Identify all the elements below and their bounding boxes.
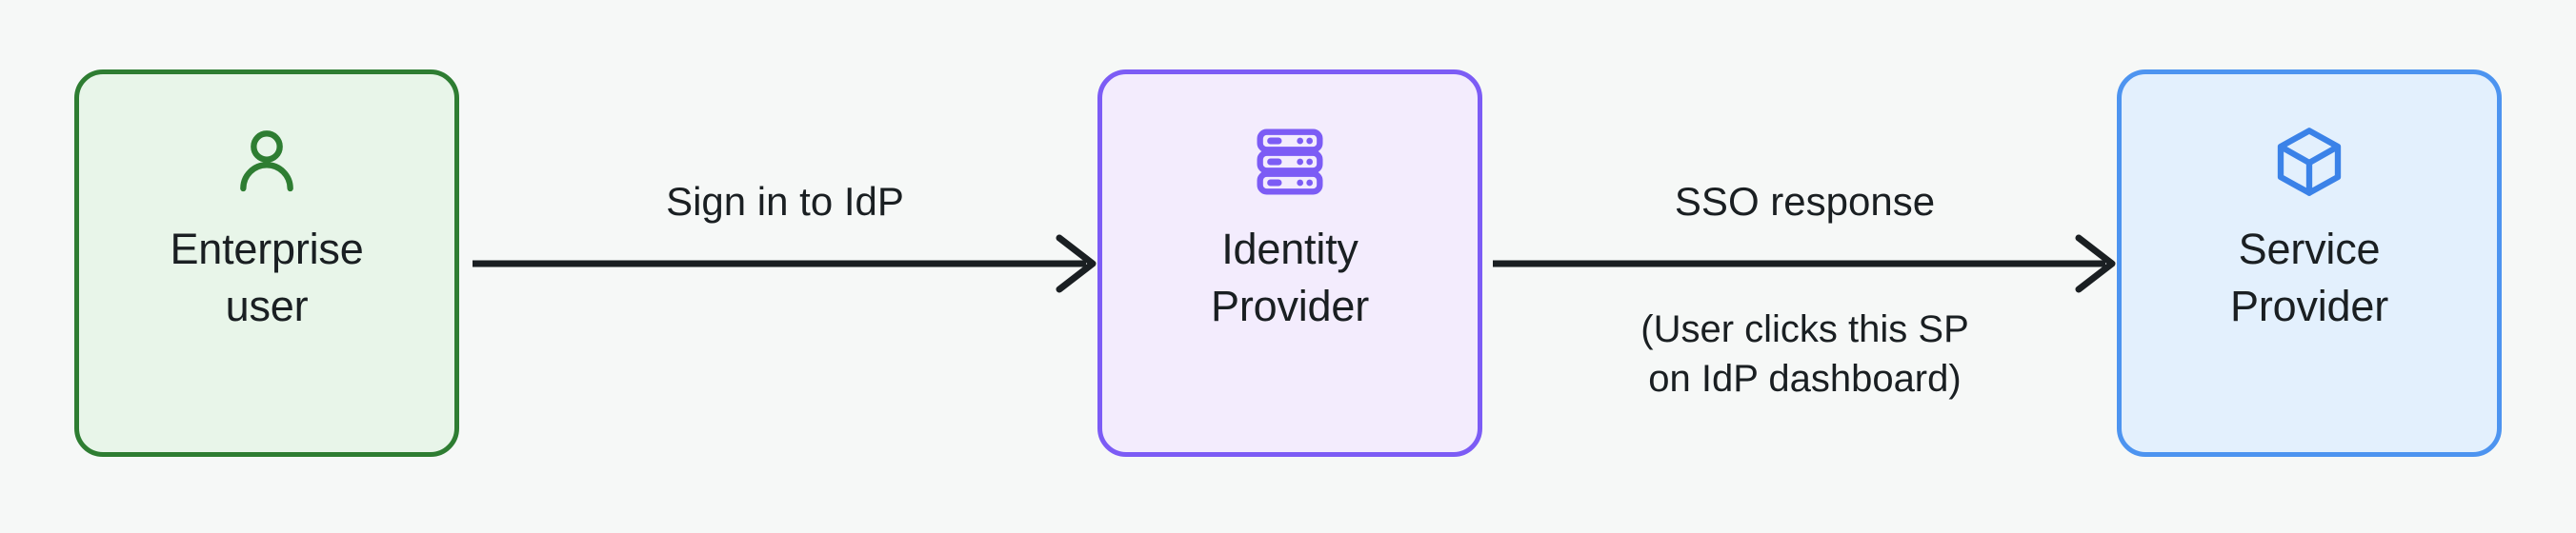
edge-1-arrowhead-icon: [1056, 234, 1097, 293]
node-service-provider[interactable]: Service Provider: [2117, 69, 2502, 457]
node-enterprise-user-label: Enterprise user: [170, 225, 364, 330]
node-identity-provider-label: Identity Provider: [1211, 225, 1369, 330]
cube-icon: [2277, 128, 2342, 196]
node-enterprise-user[interactable]: Enterprise user: [74, 69, 459, 457]
edge-2-sublabel: (User clicks this SP on IdP dashboard): [1640, 308, 1969, 400]
node-service-provider-label: Service Provider: [2230, 225, 2388, 330]
person-icon: [240, 130, 293, 192]
edge-1-label: Sign in to IdP: [666, 179, 904, 224]
edge-2-label: SSO response: [1674, 179, 1936, 224]
node-identity-provider[interactable]: Identity Provider: [1097, 69, 1482, 457]
edge-2-arrowhead-icon: [2075, 234, 2116, 293]
server-icon: [1257, 128, 1323, 195]
